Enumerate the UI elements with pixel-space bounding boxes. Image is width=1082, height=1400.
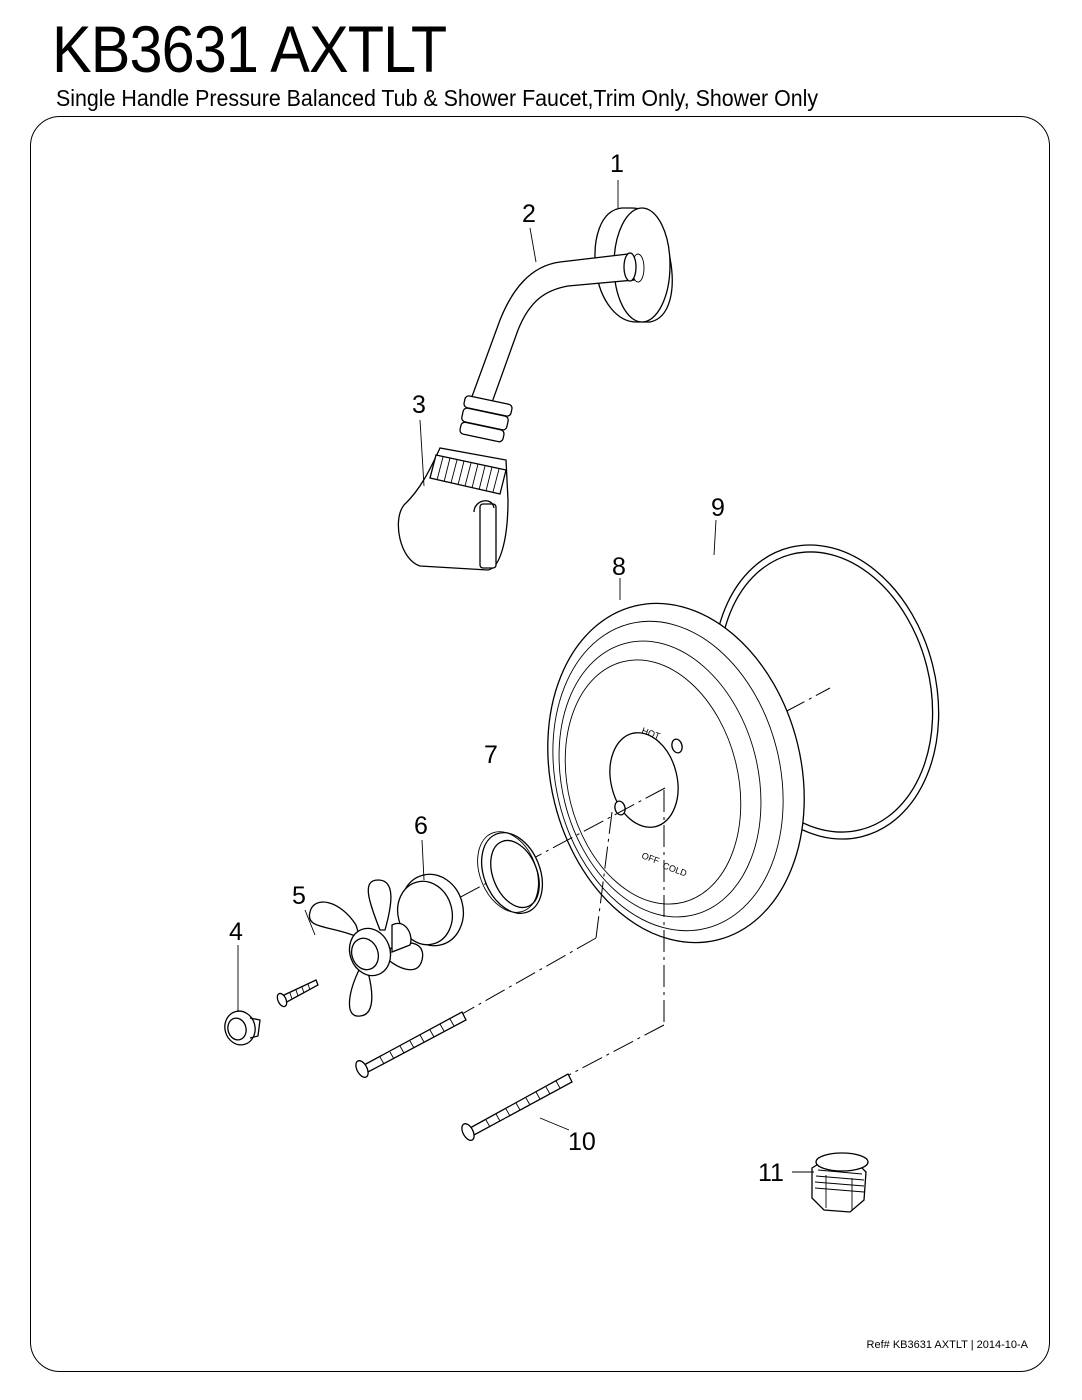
shower-arm-icon [469,252,637,409]
gasket-axis-line [784,687,831,713]
cross-handle-icon [308,879,424,1017]
callout-part-5: 5 [292,882,306,910]
leader-lines [237,180,814,1173]
long-screw-icon [355,1011,573,1141]
sleeve-ring-icon [477,831,544,914]
callout-part-7: 7 [484,741,498,769]
assembly-axis-lines [454,787,666,1077]
handle-adapter-icon [396,873,465,947]
callout-part-4: 4 [229,918,243,946]
escutcheon-plate-icon: HOT OFF COLD [547,602,805,944]
shower-head-icon [397,395,513,571]
callout-part-1: 1 [610,150,624,178]
index-button-icon [224,1010,261,1046]
product-description: Single Handle Pressure Balanced Tub & Sh… [56,85,819,111]
handle-screw-icon [276,979,319,1008]
reference-code: Ref# KB3631 AXTLT | 2014-10-A [866,1339,1028,1351]
diagram-frame [30,116,1050,1372]
callout-part-10: 10 [568,1128,596,1156]
callout-part-2: 2 [522,200,536,228]
callout-part-3: 3 [412,391,426,419]
callout-part-9: 9 [711,494,725,522]
callout-part-11: 11 [758,1159,784,1187]
callout-part-8: 8 [612,553,626,581]
plug-icon [811,1152,869,1213]
callout-part-6: 6 [414,812,428,840]
model-number-title: KB3631 AXTLT [52,12,447,86]
